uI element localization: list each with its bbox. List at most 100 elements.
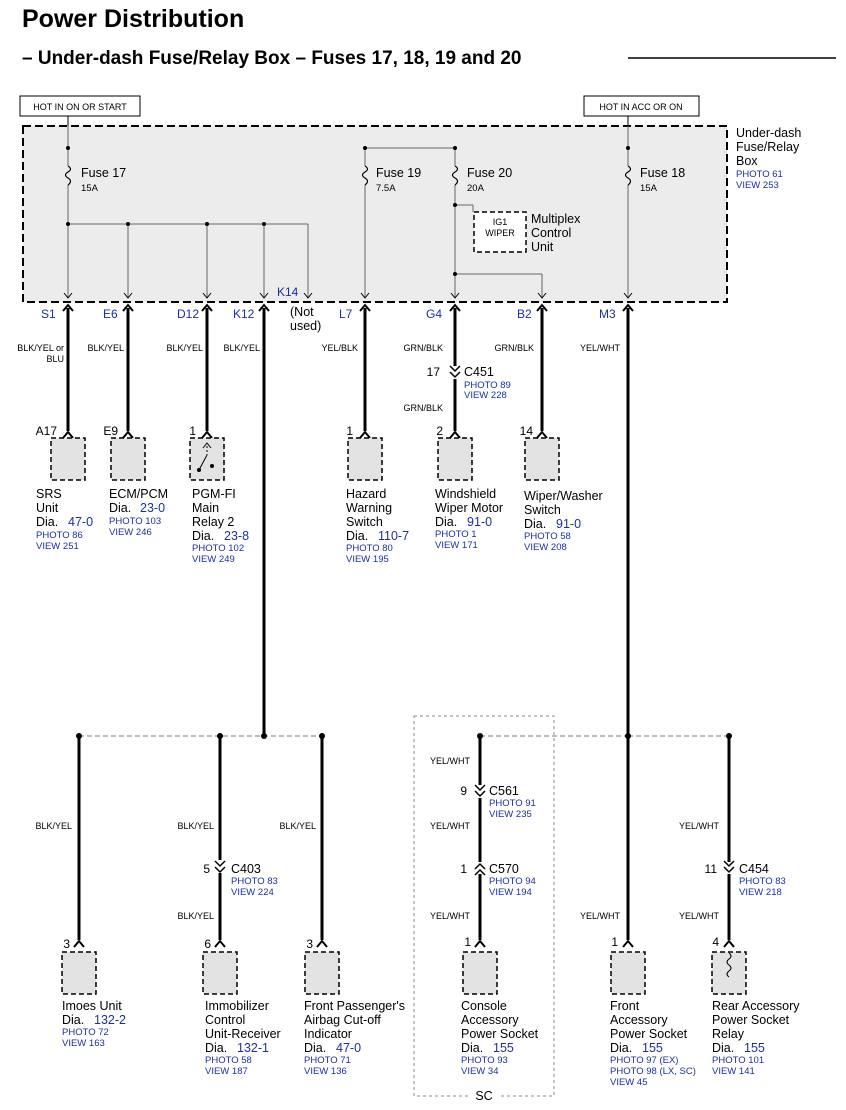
svg-text:Dia.: Dia. bbox=[304, 1041, 326, 1055]
svg-text:Multiplex: Multiplex bbox=[531, 212, 581, 226]
wire-color: YEL/WHT bbox=[430, 911, 471, 921]
svg-text:PHOTO 86: PHOTO 86 bbox=[36, 530, 83, 541]
fuse-symbols bbox=[64, 165, 632, 186]
bottom-component-boxes bbox=[61, 951, 747, 995]
wire-color: YEL/WHT bbox=[430, 756, 471, 766]
airbag-indicator-label: 3 Front Passenger's Airbag Cut-off Indic… bbox=[304, 937, 405, 1077]
svg-text:47-0: 47-0 bbox=[68, 515, 93, 529]
svg-text:110-7: 110-7 bbox=[378, 529, 409, 543]
svg-text:VIEW 141: VIEW 141 bbox=[712, 1066, 755, 1077]
connector-c454: 11 C454 PHOTO 83 VIEW 218 bbox=[705, 862, 786, 898]
svg-text:VIEW 171: VIEW 171 bbox=[435, 540, 478, 551]
srs-unit-box bbox=[50, 437, 86, 481]
svg-text:PHOTO 101: PHOTO 101 bbox=[712, 1055, 764, 1066]
svg-text:Front Passenger's: Front Passenger's bbox=[304, 999, 405, 1013]
svg-text:155: 155 bbox=[744, 1041, 765, 1055]
wire-color: BLK/YEL or bbox=[17, 343, 64, 353]
svg-text:VIEW 45: VIEW 45 bbox=[610, 1077, 648, 1088]
svg-text:Switch: Switch bbox=[346, 515, 383, 529]
svg-text:VIEW 235: VIEW 235 bbox=[489, 809, 532, 820]
svg-text:PHOTO 91: PHOTO 91 bbox=[489, 798, 536, 809]
c403-symbol bbox=[214, 860, 226, 874]
box-label: Under-dash Fuse/Relay Box PHOTO 61 VIEW … bbox=[736, 126, 801, 191]
wire-color: GRN/BLK bbox=[403, 343, 443, 353]
connector-c451: 17 C451 PHOTO 89 VIEW 228 bbox=[427, 365, 511, 401]
immobilizer-label: 6 Immobilizer Control Unit-Receiver Dia.… bbox=[204, 937, 280, 1077]
svg-text:2: 2 bbox=[436, 424, 443, 438]
svg-text:PHOTO 83: PHOTO 83 bbox=[739, 876, 786, 887]
pin-label: D12 bbox=[177, 307, 199, 321]
svg-text:Main: Main bbox=[192, 501, 219, 515]
hazard-switch-box bbox=[347, 437, 383, 481]
svg-text:91-0: 91-0 bbox=[556, 517, 581, 531]
rear-relay-label: 4 Rear Accessory Power Socket Relay Dia.… bbox=[712, 935, 800, 1077]
svg-text:1: 1 bbox=[189, 424, 196, 438]
wire-color: BLU bbox=[46, 354, 64, 364]
relay-switch-icon bbox=[197, 442, 214, 472]
pin-label: S1 bbox=[41, 307, 56, 321]
svg-text:Indicator: Indicator bbox=[304, 1027, 352, 1041]
svg-text:WIPER: WIPER bbox=[485, 228, 515, 238]
fuse-19-symbol bbox=[361, 165, 369, 186]
svg-text:PHOTO 58: PHOTO 58 bbox=[524, 531, 571, 542]
connector-c403: 5 C403 PHOTO 83 VIEW 224 bbox=[203, 862, 278, 898]
svg-text:6: 6 bbox=[204, 937, 211, 951]
svg-text:Power Socket: Power Socket bbox=[712, 1013, 790, 1027]
svg-text:Imoes Unit: Imoes Unit bbox=[62, 999, 122, 1013]
svg-text:VIEW 163: VIEW 163 bbox=[62, 1038, 105, 1049]
svg-text:VIEW 228: VIEW 228 bbox=[464, 390, 507, 401]
svg-text:1: 1 bbox=[611, 935, 618, 949]
svg-text:Immobilizer: Immobilizer bbox=[205, 999, 269, 1013]
page-title: Power Distribution bbox=[22, 5, 244, 33]
svg-text:C570: C570 bbox=[489, 862, 519, 876]
svg-text:Console: Console bbox=[461, 999, 507, 1013]
svg-text:PHOTO 103: PHOTO 103 bbox=[109, 516, 161, 527]
svg-text:VIEW 249: VIEW 249 bbox=[192, 554, 235, 565]
wire-color: YEL/WHT bbox=[679, 821, 720, 831]
svg-text:PHOTO 89: PHOTO 89 bbox=[464, 380, 511, 391]
pin-label: G4 bbox=[426, 307, 442, 321]
svg-text:155: 155 bbox=[493, 1041, 514, 1055]
wire-color: BLK/YEL bbox=[177, 911, 214, 921]
pin-label: K12 bbox=[233, 307, 255, 321]
svg-text:PHOTO 71: PHOTO 71 bbox=[304, 1055, 351, 1066]
imoes-unit-box bbox=[61, 951, 97, 995]
svg-text:Dia.: Dia. bbox=[109, 501, 131, 515]
svg-text:132-2: 132-2 bbox=[94, 1013, 126, 1027]
inline-connector-symbols bbox=[214, 365, 735, 876]
fuse-17-name: Fuse 17 bbox=[81, 166, 126, 180]
svg-text:HOT IN ON OR START: HOT IN ON OR START bbox=[33, 102, 127, 112]
not-used-label: used) bbox=[290, 319, 321, 333]
front-socket-box bbox=[610, 951, 646, 995]
svg-text:PHOTO 94: PHOTO 94 bbox=[489, 876, 536, 887]
svg-text:91-0: 91-0 bbox=[467, 515, 492, 529]
svg-text:3: 3 bbox=[306, 937, 313, 951]
immobilizer-box bbox=[202, 951, 238, 995]
fuse-relay-box bbox=[22, 125, 728, 303]
svg-text:Dia.: Dia. bbox=[610, 1041, 632, 1055]
svg-text:PHOTO 61: PHOTO 61 bbox=[736, 169, 783, 180]
svg-text:1: 1 bbox=[346, 424, 353, 438]
svg-text:PHOTO 97 (EX): PHOTO 97 (EX) bbox=[610, 1055, 678, 1066]
front-socket-label: 1 Front Accessory Power Socket Dia. 155 … bbox=[610, 935, 696, 1088]
svg-text:VIEW 34: VIEW 34 bbox=[461, 1066, 499, 1077]
svg-text:Switch: Switch bbox=[524, 503, 561, 517]
svg-text:VIEW 136: VIEW 136 bbox=[304, 1066, 347, 1077]
ecm-pcm-box bbox=[110, 437, 146, 481]
svg-text:Unit-Receiver: Unit-Receiver bbox=[205, 1027, 281, 1041]
svg-text:PHOTO 58: PHOTO 58 bbox=[205, 1055, 252, 1066]
svg-text:1: 1 bbox=[464, 935, 471, 949]
pgm-fi-relay-label: 1 PGM-FI Main Relay 2 Dia. 23-8 PHOTO 10… bbox=[189, 424, 249, 565]
wire-color: BLK/YEL bbox=[35, 821, 72, 831]
svg-text:Wiper/Washer: Wiper/Washer bbox=[524, 489, 603, 503]
svg-text:23-8: 23-8 bbox=[224, 529, 249, 543]
fuse-20-name: Fuse 20 bbox=[467, 166, 512, 180]
svg-text:Relay 2: Relay 2 bbox=[192, 515, 234, 529]
svg-text:C454: C454 bbox=[739, 862, 769, 876]
svg-text:VIEW 246: VIEW 246 bbox=[109, 527, 152, 538]
c454-symbol bbox=[723, 860, 735, 874]
svg-text:Dia.: Dia. bbox=[524, 517, 546, 531]
fuse-19-rating: 7.5A bbox=[376, 183, 396, 194]
wire-end-caps bbox=[62, 303, 735, 948]
svg-text:Control: Control bbox=[205, 1013, 245, 1027]
